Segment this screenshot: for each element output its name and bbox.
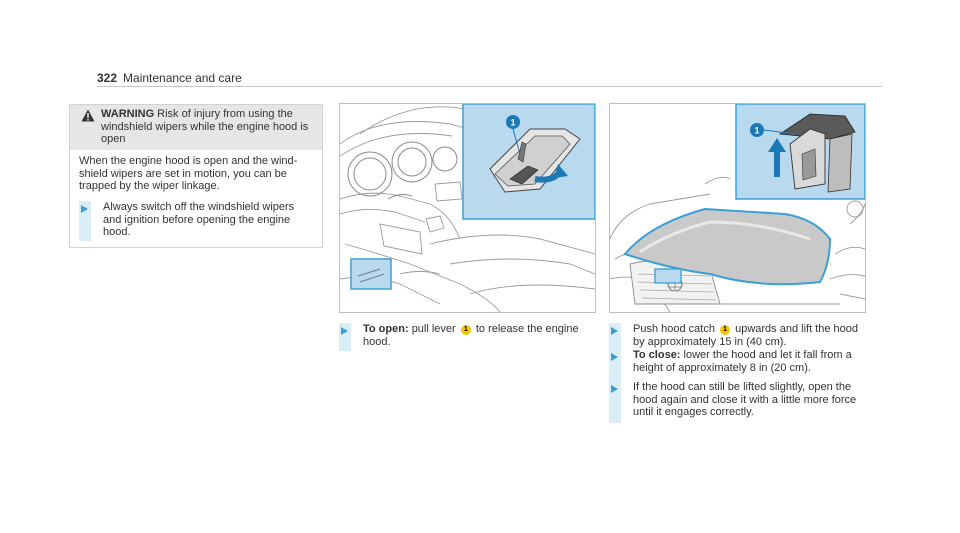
header-divider	[97, 86, 882, 87]
callout-1: 1	[750, 123, 796, 137]
gauge-cluster	[347, 141, 458, 200]
dashboard-lines	[340, 106, 595, 312]
figure-hood-catch: 1	[609, 103, 866, 313]
warning-title-text: Risk of injury from using the windshield…	[101, 108, 309, 145]
section-title: Maintenance and care	[123, 71, 242, 85]
step-arrow-icon	[81, 205, 88, 213]
callout-1: 1	[506, 115, 521, 155]
warning-label: WARNING	[101, 108, 155, 120]
step-arrow-icon	[341, 327, 348, 335]
step1-post: upwards and lift the hood by approximate…	[633, 323, 858, 348]
step2-label: To close:	[633, 349, 681, 361]
step-close: To close: lower the hood and let it fall…	[633, 349, 865, 374]
step2-text: lower the hood and let it fall from a he…	[633, 349, 852, 374]
lever-drawing	[489, 128, 581, 193]
caption-open-label: To open:	[363, 323, 409, 335]
page-header: 322 Maintenance and care	[97, 71, 242, 85]
step1-pre: Push hood catch	[633, 323, 715, 335]
car-front-illustration: 1	[610, 104, 865, 312]
step-arrow-icon	[611, 353, 618, 361]
callout-number: 1	[510, 118, 515, 128]
callout-badge: 1	[460, 325, 471, 335]
callout-number: 1	[754, 126, 759, 136]
caption-open-pre: pull lever	[411, 323, 456, 335]
hood-catch-drawing	[768, 113, 856, 193]
lever-location-highlight	[350, 258, 392, 290]
step-push-catch: Push hood catch 1 upwards and lift the h…	[633, 323, 865, 348]
figure-hood-release-lever: 1	[339, 103, 596, 313]
warning-step-text: Always switch off the windshield wipers …	[103, 201, 295, 238]
interior-illustration: 1	[340, 104, 595, 312]
caption-open-post: to release the engine hood.	[363, 323, 579, 348]
engine-hood	[623, 207, 832, 286]
warning-triangle-icon	[81, 109, 95, 122]
step-arrow-icon	[611, 385, 618, 393]
step-arrow-icon	[611, 327, 618, 335]
step-check: If the hood can still be lifted slightly…	[633, 381, 857, 418]
warning-body: When the engine hood is open and the win…	[79, 155, 298, 192]
hood-catch-location-highlight	[654, 268, 682, 284]
callout-badge: 1	[720, 325, 731, 335]
caption-open-text: To open: pull lever 1 to release the eng…	[363, 323, 595, 348]
page-number: 322	[97, 71, 118, 85]
step-bar	[609, 323, 621, 423]
